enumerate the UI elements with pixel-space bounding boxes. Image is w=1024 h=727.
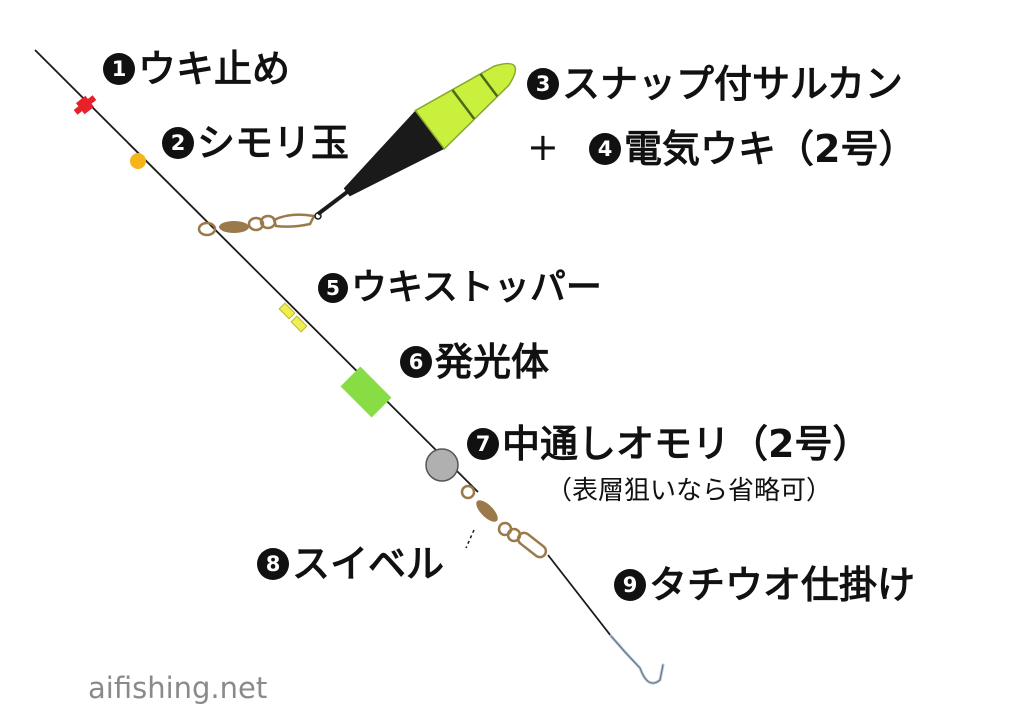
plus-sign: + — [527, 125, 559, 169]
line-stopper — [278, 302, 308, 333]
label-hook-rig: 9 タチウオ仕掛け — [614, 566, 915, 604]
label-text: シモリ玉 — [197, 121, 350, 165]
label-text: 中通しオモリ（2号） — [502, 422, 871, 466]
label-bead: 2 シモリ玉 — [162, 124, 349, 162]
sinker — [425, 448, 459, 482]
number-badge: 7 — [467, 428, 499, 460]
number-badge: 8 — [257, 548, 289, 580]
label-text: ウキストッパー — [351, 267, 602, 308]
label-snap-swivel: 3 スナップ付サルカン — [527, 65, 903, 103]
number-badge: 9 — [614, 569, 646, 601]
snap-swivel — [197, 212, 322, 237]
label-glow-light: 6 発光体 — [400, 343, 549, 381]
label-text: 電気ウキ（2号） — [624, 127, 917, 171]
electric-float — [316, 62, 517, 216]
number-badge: 3 — [527, 68, 559, 100]
label-electric-float: 4 電気ウキ（2号） — [589, 130, 916, 168]
label-text: タチウオ仕掛け — [649, 563, 916, 607]
sinker-bead — [130, 153, 146, 169]
label-sinker: 7 中通しオモリ（2号） — [467, 425, 870, 463]
optional-note: （表層狙いなら省略可） — [546, 476, 833, 506]
number-badge: 2 — [162, 127, 194, 159]
glow-light — [340, 366, 392, 418]
hook — [609, 634, 665, 685]
number-badge: 4 — [589, 133, 621, 165]
number-badge: 1 — [103, 53, 135, 85]
main-line — [34, 49, 479, 493]
label-text: ウキ止め — [138, 47, 291, 91]
label-swivel: 8 スイベル — [257, 545, 444, 583]
leader-line — [547, 554, 612, 637]
number-badge: 5 — [318, 273, 348, 303]
label-float-stopper: 1 ウキ止め — [103, 50, 290, 88]
site-watermark: aifishing.net — [88, 671, 268, 705]
label-text: スナップ付サルカン — [562, 62, 903, 106]
float-stopper — [73, 95, 97, 115]
label-text: 発光体 — [435, 340, 550, 384]
number-badge: 6 — [400, 346, 432, 378]
swivel-pointer — [465, 529, 475, 549]
swivel — [460, 484, 548, 559]
label-line-stopper: 5 ウキストッパー — [318, 270, 602, 306]
label-text: スイベル — [292, 542, 445, 586]
